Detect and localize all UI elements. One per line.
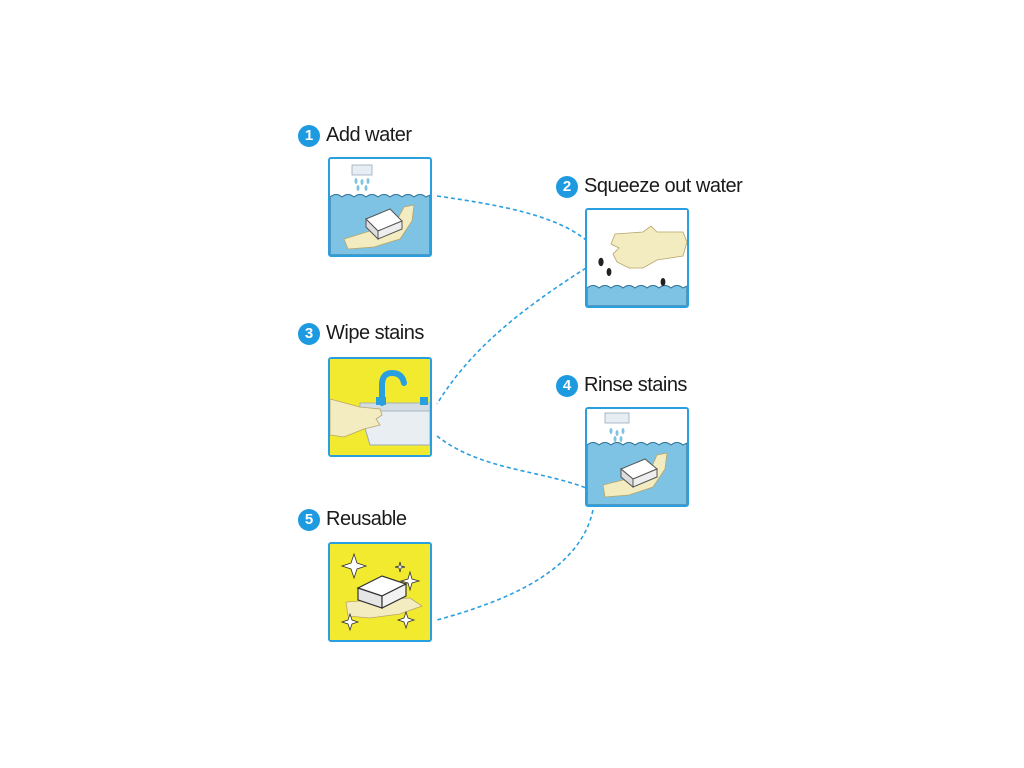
sponge-icon — [620, 458, 658, 489]
wipe-sink-illustration — [330, 359, 430, 455]
step-2-title: Squeeze out water — [584, 175, 743, 197]
step-3-label: 3 Wipe stains — [298, 322, 424, 345]
faucet-sponge-illustration — [330, 159, 430, 255]
water-drops-icon — [354, 178, 370, 191]
sponge-icon — [365, 208, 403, 241]
reusable-illustration — [330, 544, 430, 640]
step-5-number-badge: 5 — [298, 508, 320, 531]
sponge-icon — [356, 575, 408, 609]
step-1-panel — [328, 157, 432, 257]
step-2-number-badge: 2 — [556, 175, 578, 198]
faucet-icon — [351, 164, 373, 176]
step-1-number-badge: 1 — [298, 124, 320, 147]
step-4-label: 4 Rinse stains — [556, 374, 687, 397]
step-2-label: 2 Squeeze out water — [556, 175, 743, 198]
hand-icon — [610, 225, 687, 269]
water-drops-icon — [598, 257, 666, 286]
step-5-label: 5 Reusable — [298, 508, 407, 531]
connector-4-5 — [436, 509, 594, 621]
step-4-number-badge: 4 — [556, 374, 578, 397]
connector-2-3 — [436, 267, 587, 405]
sparkle-icon — [340, 552, 421, 632]
step-3-panel — [328, 357, 432, 457]
step-2-panel — [585, 208, 689, 308]
faucet-icon — [604, 412, 630, 424]
step-3-number-badge: 3 — [298, 322, 320, 345]
squeeze-illustration — [587, 210, 687, 306]
step-4-title: Rinse stains — [584, 374, 687, 396]
step-1-label: 1 Add water — [298, 124, 412, 147]
rinse-illustration — [587, 409, 687, 505]
connector-3-4 — [436, 435, 587, 489]
step-1-title: Add water — [326, 124, 412, 146]
step-5-title: Reusable — [326, 508, 407, 530]
step-3-title: Wipe stains — [326, 322, 424, 344]
connector-1-2 — [436, 195, 587, 241]
faucet-icon — [376, 369, 428, 406]
water-drops-icon — [609, 428, 625, 442]
step-5-panel — [328, 542, 432, 642]
hand-icon — [330, 398, 383, 438]
step-4-panel — [585, 407, 689, 507]
